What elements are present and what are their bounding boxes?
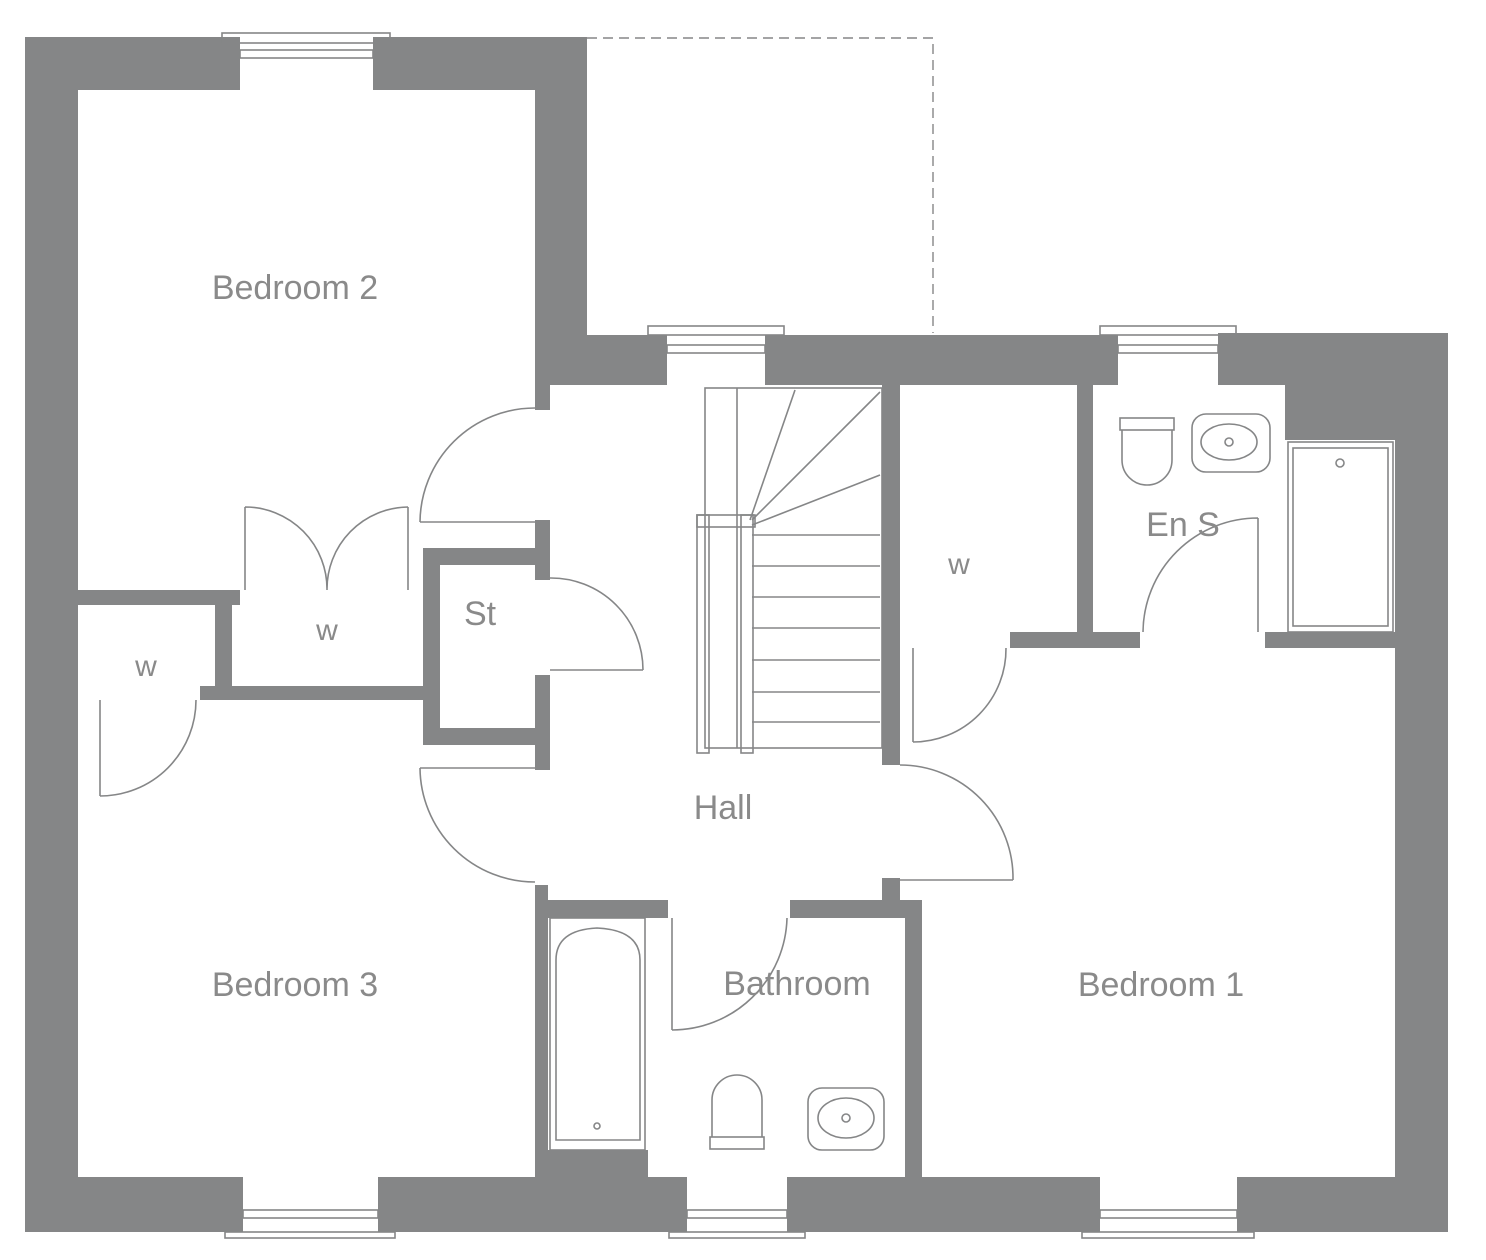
dashed-outline: [587, 37, 934, 333]
basin-ensuite: [1191, 413, 1271, 473]
room-labels: Bedroom 2 w w St w En S Hall Bathroom Be…: [134, 269, 1244, 1004]
room-label-ensuite: En S: [1146, 506, 1220, 544]
toilet-bathroom: [709, 1074, 765, 1150]
bathtub: [549, 917, 646, 1151]
toilet-ensuite: [1119, 417, 1175, 486]
basin-bathroom: [807, 1087, 885, 1151]
fixtures: [549, 413, 1394, 1151]
room-label-hall: Hall: [694, 789, 753, 827]
room-label-wardrobe: w: [947, 548, 970, 581]
room-label-storage: St: [464, 595, 497, 633]
room-label-bedroom-1: Bedroom 1: [1078, 966, 1244, 1004]
doors: [99, 407, 1259, 1031]
room-label-bathroom: Bathroom: [723, 965, 870, 1003]
room-label-wardrobe: w: [315, 614, 338, 647]
room-label-bedroom-3: Bedroom 3: [212, 966, 378, 1004]
windows: [221, 32, 1255, 1239]
room-label-wardrobe: w: [134, 650, 157, 683]
walls: [25, 37, 1448, 1232]
stairs: [696, 387, 883, 754]
shower: [1287, 441, 1394, 633]
room-label-bedroom-2: Bedroom 2: [212, 269, 378, 307]
